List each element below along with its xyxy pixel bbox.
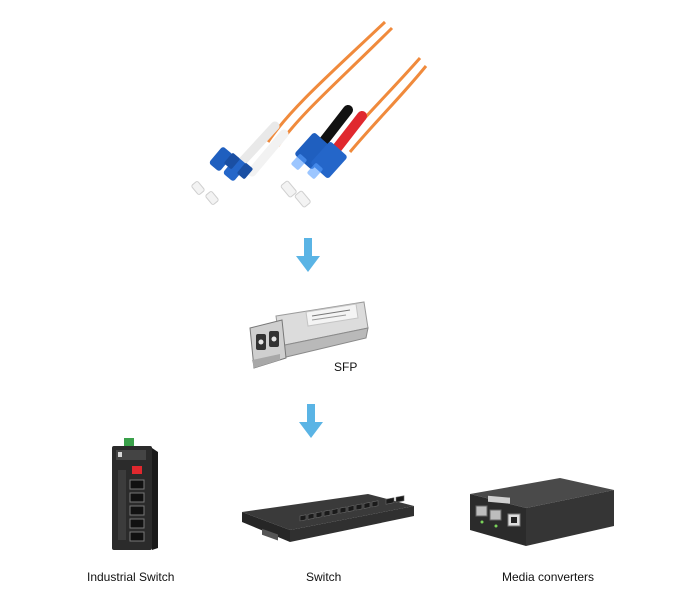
sfp-module-icon	[249, 301, 369, 369]
fiber-patch-cable	[180, 14, 430, 214]
rack-switch	[238, 490, 418, 546]
arrow-cable-to-sfp	[296, 238, 320, 274]
arrow-sfp-to-devices	[299, 404, 323, 440]
down-arrow-icon	[299, 404, 323, 438]
sfp-label: SFP	[334, 360, 358, 374]
industrial-switch	[108, 436, 160, 556]
media-converter-icon	[470, 478, 614, 546]
rack-switch-icon	[242, 494, 414, 542]
media-converters-label: Media converters	[502, 570, 595, 584]
industrial-switch-label: Industrial Switch	[87, 570, 175, 584]
industrial-switch-icon	[112, 438, 158, 550]
down-arrow-icon	[296, 238, 320, 272]
sfp-module	[246, 298, 376, 378]
media-converter	[468, 470, 618, 550]
switch-label: Switch	[306, 570, 342, 584]
fiber-patch-cable-icon	[191, 20, 428, 208]
